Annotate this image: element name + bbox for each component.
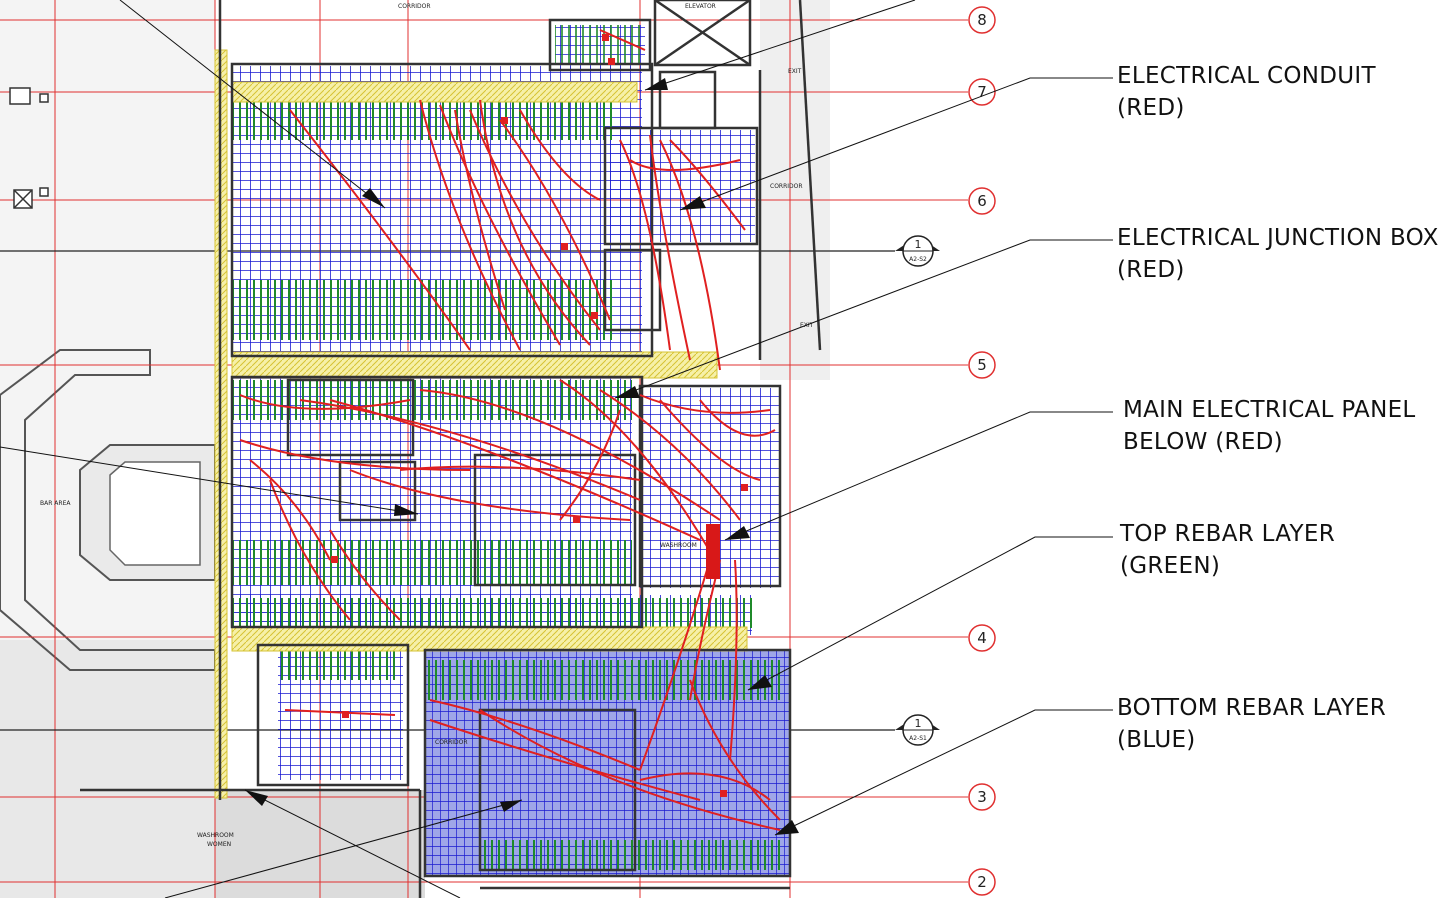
callout-bottom-rebar-line1: BOTTOM REBAR LAYER <box>1117 695 1387 721</box>
callout-bottom-rebar: BOTTOM REBAR LAYER (BLUE) <box>1117 692 1386 756</box>
grid-marker-7: 7 <box>977 83 987 101</box>
grid-marker-labels: 8 7 6 5 4 3 2 <box>977 11 987 891</box>
callout-junction-box-line1: ELECTRICAL JUNCTION BOX <box>1117 225 1439 251</box>
callout-main-panel: MAIN ELECTRICAL PANEL BELOW (RED) <box>1123 394 1416 458</box>
room-label-exit-mid: EXIT <box>800 322 814 329</box>
leader-junction-box <box>614 239 1113 399</box>
electrical-conduit <box>239 29 781 831</box>
section-marker-lower-number: 1 <box>915 717 922 730</box>
grid-markers <box>968 6 996 896</box>
callout-electrical-conduit-line2: (RED) <box>1117 95 1185 121</box>
callout-top-rebar: TOP REBAR LAYER (GREEN) <box>1120 518 1335 582</box>
leader-top-left-1 <box>119 0 386 209</box>
leader-mid-left <box>0 446 419 515</box>
room-label-corridor-top: CORRIDOR <box>398 3 431 10</box>
room-label-exit-top: EXIT <box>788 68 802 75</box>
section-marker-upper-sheet: A2-S2 <box>909 256 927 263</box>
room-label-corridor-bottom: CORRIDOR <box>435 739 468 746</box>
section-marker-upper-number: 1 <box>915 238 922 251</box>
callout-electrical-conduit-line1: ELECTRICAL CONDUIT <box>1117 63 1376 89</box>
leader-top-right <box>644 0 916 91</box>
grid-marker-5: 5 <box>977 356 987 374</box>
room-label-washroom-men: WASHROOM <box>660 542 697 549</box>
grid-marker-8: 8 <box>977 11 987 29</box>
callout-electrical-conduit: ELECTRICAL CONDUIT (RED) <box>1117 60 1376 124</box>
grid-marker-6: 6 <box>977 192 987 210</box>
room-label-corridor-right: CORRIDOR <box>770 183 803 190</box>
leader-conduit <box>679 77 1113 211</box>
callout-leaders <box>0 0 1113 898</box>
callout-top-rebar-line1: TOP REBAR LAYER <box>1120 521 1336 547</box>
leader-main-panel <box>724 411 1113 541</box>
callout-junction-box-line2: (RED) <box>1117 257 1185 283</box>
callout-main-panel-line2: BELOW (RED) <box>1123 429 1283 455</box>
room-label-bar-area: BAR AREA <box>40 500 71 507</box>
callout-bottom-rebar-line2: (BLUE) <box>1117 727 1196 753</box>
leader-top-rebar <box>747 536 1113 691</box>
room-label-washroom-women-1: WASHROOM <box>197 832 234 839</box>
callout-top-rebar-line2: (GREEN) <box>1120 553 1221 579</box>
section-marker-upper: 1 A2-S2 <box>895 235 940 267</box>
junction-boxes <box>331 34 748 797</box>
grid-marker-2: 2 <box>977 873 987 891</box>
top-rebar-layer <box>232 25 785 870</box>
grid-marker-3: 3 <box>977 788 987 806</box>
leader-arrowheads <box>245 78 799 835</box>
callout-main-panel-line1: MAIN ELECTRICAL PANEL <box>1123 397 1416 423</box>
leader-bottom-rebar <box>774 709 1113 836</box>
room-labels: CORRIDOR ELEVATOR EXIT CORRIDOR EXIT BAR… <box>40 3 814 848</box>
leader-bottom-left <box>244 789 461 898</box>
room-label-washroom-women-2: WOMEN <box>207 841 231 848</box>
section-marker-lower-sheet: A2-S1 <box>909 735 927 742</box>
bar-area-outline <box>0 349 216 671</box>
callout-junction-box: ELECTRICAL JUNCTION BOX (RED) <box>1117 222 1439 286</box>
section-marker-lower: 1 A2-S1 <box>895 714 940 746</box>
grid-marker-4: 4 <box>977 629 987 647</box>
main-electrical-panel <box>706 524 720 579</box>
left-fixtures <box>9 87 49 209</box>
leader-bottom-center <box>164 799 523 898</box>
room-label-elevator: ELEVATOR <box>685 3 716 10</box>
walls <box>80 0 822 898</box>
